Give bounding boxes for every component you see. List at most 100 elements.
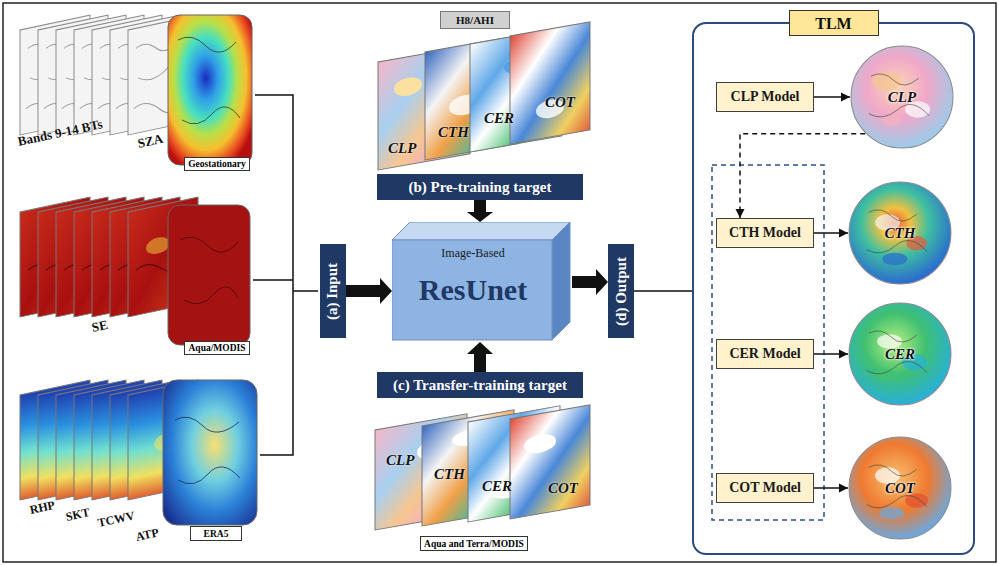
node-text: CTH Model bbox=[729, 225, 801, 241]
block-arrow bbox=[467, 342, 493, 372]
tlm-panel: TLMCLP ModelCLPCTH ModelCTHCER ModelCERC… bbox=[692, 22, 975, 555]
h8-ahi-maps bbox=[378, 22, 590, 170]
model-box: CER Model bbox=[716, 339, 814, 369]
globe-texture bbox=[882, 253, 907, 265]
target-band: (c) Transfer-training target bbox=[377, 372, 583, 398]
source-label-box: H8/AHI bbox=[440, 11, 510, 29]
block-arrow bbox=[572, 269, 608, 295]
node-title: ResUnet bbox=[419, 273, 527, 307]
model-box: CTH Model bbox=[716, 218, 814, 248]
block-front bbox=[392, 240, 552, 340]
globe-texture bbox=[872, 72, 901, 91]
illustration-ellipse bbox=[394, 75, 422, 98]
map-label: CER bbox=[482, 478, 512, 495]
source-label-box: Geostationary bbox=[184, 157, 250, 171]
variable-label: RHP bbox=[28, 498, 56, 518]
variable-label: ATP bbox=[134, 525, 160, 544]
arrow-head bbox=[839, 350, 848, 359]
illustration-ellipse bbox=[524, 432, 556, 456]
node-text: ERA5 bbox=[204, 529, 229, 539]
map-label: CTH bbox=[434, 466, 465, 483]
illustration-path bbox=[175, 417, 240, 484]
variable-label: SE bbox=[90, 317, 109, 336]
illustration-rect bbox=[510, 22, 590, 144]
node-text: (a) Input bbox=[325, 262, 342, 319]
node-text: H8/AHI bbox=[456, 14, 494, 26]
illustration-rect bbox=[3, 3, 996, 562]
map-label: COT bbox=[545, 94, 575, 111]
input-bracket bbox=[253, 95, 318, 455]
result-globe: COT bbox=[848, 436, 952, 540]
arrow-head bbox=[839, 229, 848, 238]
result-globe: CTH bbox=[848, 181, 952, 285]
node-text: (d) Output bbox=[613, 257, 630, 326]
illustration-rect bbox=[510, 405, 590, 519]
model-box: CLP Model bbox=[716, 82, 814, 112]
map-label: CER bbox=[484, 110, 514, 127]
illustration-rect bbox=[163, 380, 257, 525]
arrow-head bbox=[841, 93, 850, 102]
dashed-connector bbox=[740, 134, 865, 218]
globe-disk bbox=[851, 46, 953, 148]
result-globe: CLP bbox=[850, 45, 954, 149]
illustration-path bbox=[178, 37, 240, 124]
block-top bbox=[392, 222, 570, 240]
illustration-g bbox=[510, 22, 590, 144]
illustration-g bbox=[510, 405, 590, 519]
globe-disk bbox=[849, 182, 951, 284]
arrow-head bbox=[736, 209, 745, 218]
globe-coast bbox=[867, 210, 927, 253]
connector bbox=[634, 290, 692, 292]
globe-coast bbox=[867, 331, 927, 374]
model-box: COT Model bbox=[716, 473, 814, 503]
globe-coast bbox=[867, 465, 927, 508]
illustration-rect bbox=[168, 15, 252, 165]
source-label-box: Aqua/MODIS bbox=[184, 341, 250, 355]
node-text: Image-Based bbox=[441, 246, 504, 261]
globe-disk bbox=[849, 437, 951, 539]
globe-texture bbox=[881, 114, 902, 126]
block-arrow bbox=[467, 200, 493, 222]
illustration-rect bbox=[168, 205, 250, 345]
variable-label: SZA bbox=[136, 131, 164, 152]
node-text: Geostationary bbox=[188, 159, 246, 169]
node-text: CLP bbox=[888, 89, 916, 106]
node-text: COT bbox=[885, 480, 915, 497]
node-text: (b) Pre-training target bbox=[408, 179, 551, 196]
node-text: COT Model bbox=[729, 480, 801, 496]
source-label-box: Aqua and Terra/MODIS bbox=[420, 536, 528, 551]
arrow-head bbox=[839, 484, 848, 493]
node-text: CER bbox=[885, 346, 915, 363]
variable-label: SKT bbox=[64, 505, 91, 525]
aqua-modis-stack bbox=[20, 197, 250, 345]
node-text: CER Model bbox=[729, 346, 800, 362]
stage-box: (a) Input bbox=[320, 244, 346, 338]
geostationary-stack bbox=[20, 15, 252, 165]
illustration-path bbox=[180, 237, 238, 304]
globe-texture bbox=[879, 507, 904, 519]
stage-box: (d) Output bbox=[608, 244, 634, 338]
globe-disk bbox=[849, 303, 951, 405]
node-text: CTH bbox=[885, 225, 916, 242]
era5-stack bbox=[20, 380, 257, 525]
node-text: TLM bbox=[789, 10, 879, 36]
globe-texture bbox=[874, 369, 895, 381]
model-block: Image-BasedResUnet bbox=[392, 222, 572, 342]
node-text: (c) Transfer-training target bbox=[393, 377, 567, 394]
map-label: CLP bbox=[386, 452, 414, 469]
block-side bbox=[552, 222, 570, 340]
map-label: CLP bbox=[388, 140, 416, 157]
result-globe: CER bbox=[848, 302, 952, 406]
variable-label: TCWV bbox=[96, 508, 136, 530]
map-label: COT bbox=[548, 480, 578, 497]
node-text: Aqua/MODIS bbox=[188, 343, 245, 353]
block-arrow bbox=[346, 278, 392, 304]
dashed-group-box bbox=[712, 165, 824, 520]
source-label-box: ERA5 bbox=[190, 526, 242, 541]
node-text: Aqua and Terra/MODIS bbox=[424, 539, 524, 549]
target-band: (b) Pre-training target bbox=[377, 174, 583, 200]
globe-coast bbox=[869, 74, 929, 117]
map-label: CTH bbox=[438, 124, 469, 141]
modis-maps bbox=[375, 405, 590, 530]
